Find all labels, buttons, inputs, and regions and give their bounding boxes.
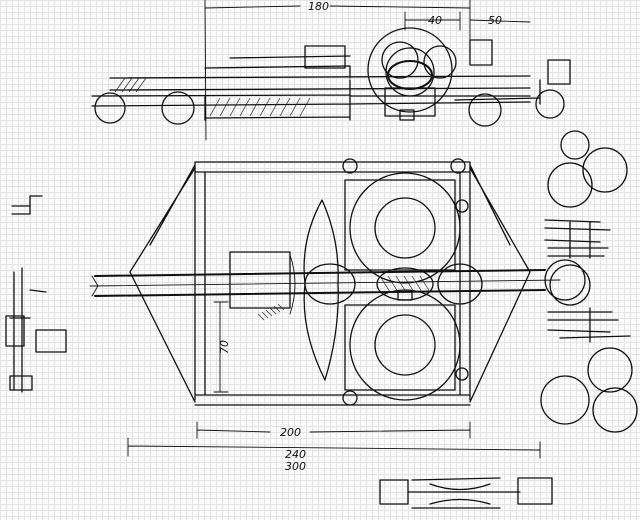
plan-frame xyxy=(194,161,471,406)
plan-hub-right xyxy=(437,263,483,305)
plan-motor-box xyxy=(229,251,291,309)
elevation-wheel-far-left xyxy=(94,92,126,124)
plan-bolt-tr xyxy=(450,158,466,174)
left-block-a xyxy=(5,315,25,347)
plan-shaft-centerline xyxy=(89,279,561,287)
dimension-line-200 xyxy=(196,421,471,439)
elevation-block-right xyxy=(469,39,493,66)
right-bars-sketch xyxy=(547,307,631,343)
dimension-label-70: 70 xyxy=(218,340,231,354)
bottom-detail-right-block xyxy=(517,477,553,505)
plan-gear-lower-inner xyxy=(374,314,436,376)
elevation-wheel-far-right xyxy=(535,89,565,119)
left-block-c xyxy=(9,375,33,391)
plan-bolt-br xyxy=(455,367,469,381)
bottom-detail-body xyxy=(407,477,521,509)
dimension-line-overall xyxy=(127,437,541,459)
right-stack-sketch xyxy=(544,219,611,259)
dimension-line-70 xyxy=(213,301,229,393)
elevation-wheel-left xyxy=(381,41,419,79)
bottom-dimensions: 200 240 300 xyxy=(127,421,541,473)
dimension-line-40-50 xyxy=(404,11,531,31)
plan-bolt-tl xyxy=(342,158,358,174)
plan-end-mark-left xyxy=(91,275,99,297)
dimension-line-top xyxy=(204,0,471,141)
dimension-label-40: 40 xyxy=(428,14,442,27)
left-bracket-sketch xyxy=(11,195,43,215)
dimension-label-240: 240 xyxy=(285,448,306,461)
plan-gearbox-lower xyxy=(344,304,456,391)
elevation-hub-foot xyxy=(399,109,415,121)
plan-end-roller-right xyxy=(544,259,586,301)
plan-motor-flange xyxy=(289,254,296,315)
plan-main-shaft xyxy=(94,269,546,297)
plan-hexagon-outline xyxy=(129,164,531,403)
elevation-wheel-right xyxy=(423,45,457,79)
elevation-wheel-right-2 xyxy=(468,93,502,127)
right-circle-5 xyxy=(587,347,633,393)
right-circle-1 xyxy=(560,130,590,160)
plan-gear-lower xyxy=(349,289,461,401)
elevation-block-left xyxy=(304,45,346,69)
right-circle-3 xyxy=(582,147,628,193)
bottom-detail-left-block xyxy=(379,479,409,505)
plan-hub-hatching xyxy=(379,275,431,293)
bottom-detail-sketch xyxy=(379,477,553,509)
right-circle-4 xyxy=(549,264,591,306)
dimension-label-180: 180 xyxy=(308,0,329,13)
plan-hub-left xyxy=(304,263,356,305)
plan-bolt-mr xyxy=(455,199,469,213)
right-detail-sketches xyxy=(540,130,638,433)
elevation-hatching xyxy=(114,77,311,117)
left-column-sketch xyxy=(9,267,47,393)
left-block-b xyxy=(35,329,67,353)
dimension-label-300: 300 xyxy=(285,460,306,473)
plan-gearbox-upper xyxy=(344,179,456,271)
elevation-hub-base xyxy=(384,87,436,117)
plan-propeller-blade xyxy=(303,199,339,381)
plan-hub-foot xyxy=(397,291,413,301)
plan-gear-upper-inner xyxy=(374,197,436,259)
dimension-label-200: 200 xyxy=(280,426,301,439)
plan-view: 70 xyxy=(89,158,586,406)
elevation-view: 180 40 50 xyxy=(91,0,571,141)
elevation-hub xyxy=(387,60,433,90)
right-circle-6 xyxy=(540,375,590,425)
plan-sector-hatching xyxy=(257,303,285,321)
plan-gear-upper xyxy=(349,172,461,284)
plan-bolt-bl xyxy=(342,390,358,406)
elevation-block-end xyxy=(547,59,571,85)
dimension-label-50: 50 xyxy=(488,14,502,27)
right-circle-2 xyxy=(547,162,593,208)
right-circle-7 xyxy=(592,387,638,433)
elevation-body xyxy=(91,55,541,121)
elevation-wheel-left-2 xyxy=(161,91,195,125)
left-detail-sketches xyxy=(5,195,67,393)
elevation-wheel-large xyxy=(367,27,453,113)
